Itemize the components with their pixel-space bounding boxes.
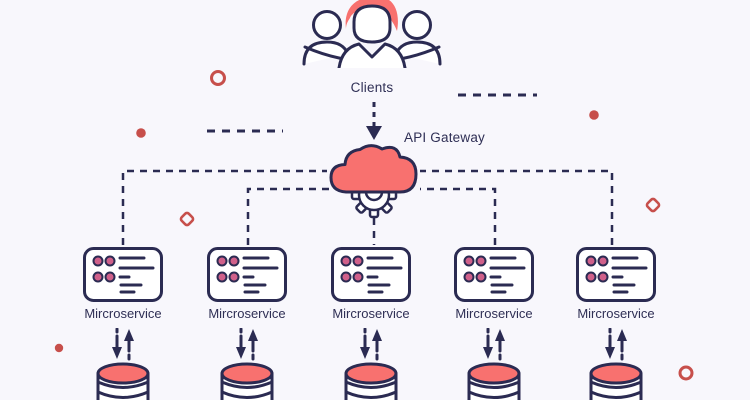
database-icon xyxy=(589,362,643,400)
database-icon xyxy=(220,362,274,400)
microservice-label: Mircroservice xyxy=(577,306,655,321)
bidirectional-arrows-icon xyxy=(236,328,258,361)
dot-decoration-right xyxy=(589,110,599,120)
bidirectional-arrows-icon xyxy=(360,328,382,361)
clients-label: Clients xyxy=(350,80,394,95)
api-gateway-label: API Gateway xyxy=(404,130,485,145)
service-card-icon xyxy=(576,247,656,302)
service-card-icon xyxy=(83,247,163,302)
microservice-label: Mircroservice xyxy=(455,306,533,321)
microservice-column-5: Mircroservice xyxy=(576,247,656,400)
diamond-decoration-right xyxy=(645,197,661,213)
microservice-label: Mircroservice xyxy=(84,306,162,321)
ring-decoration-bottom-right xyxy=(678,365,694,381)
bidirectional-arrows-icon xyxy=(483,328,505,361)
api-gateway-node xyxy=(326,142,422,220)
microservice-column-3: Mircroservice xyxy=(331,247,411,400)
clients-node xyxy=(302,0,442,68)
dot-decoration-left xyxy=(136,128,146,138)
microservice-column-4: Mircroservice xyxy=(454,247,534,400)
microservice-label: Mircroservice xyxy=(208,306,286,321)
database-icon xyxy=(344,362,398,400)
bidirectional-arrows-icon xyxy=(112,328,134,361)
bidirectional-arrows-icon xyxy=(605,328,627,361)
service-card-icon xyxy=(454,247,534,302)
service-card-icon xyxy=(207,247,287,302)
microservice-column-2: Mircroservice xyxy=(207,247,287,400)
service-card-icon xyxy=(331,247,411,302)
cloud-gear-icon xyxy=(329,144,418,219)
clients-to-gateway-arrow xyxy=(366,102,382,140)
microservice-label: Mircroservice xyxy=(332,306,410,321)
database-icon xyxy=(96,362,150,400)
microservice-column-1: Mircroservice xyxy=(83,247,163,400)
ring-decoration-top xyxy=(210,70,226,86)
dot-decoration-bottom-left xyxy=(54,343,64,353)
diamond-decoration-left xyxy=(179,211,195,227)
users-group-icon xyxy=(302,0,442,68)
database-icon xyxy=(467,362,521,400)
